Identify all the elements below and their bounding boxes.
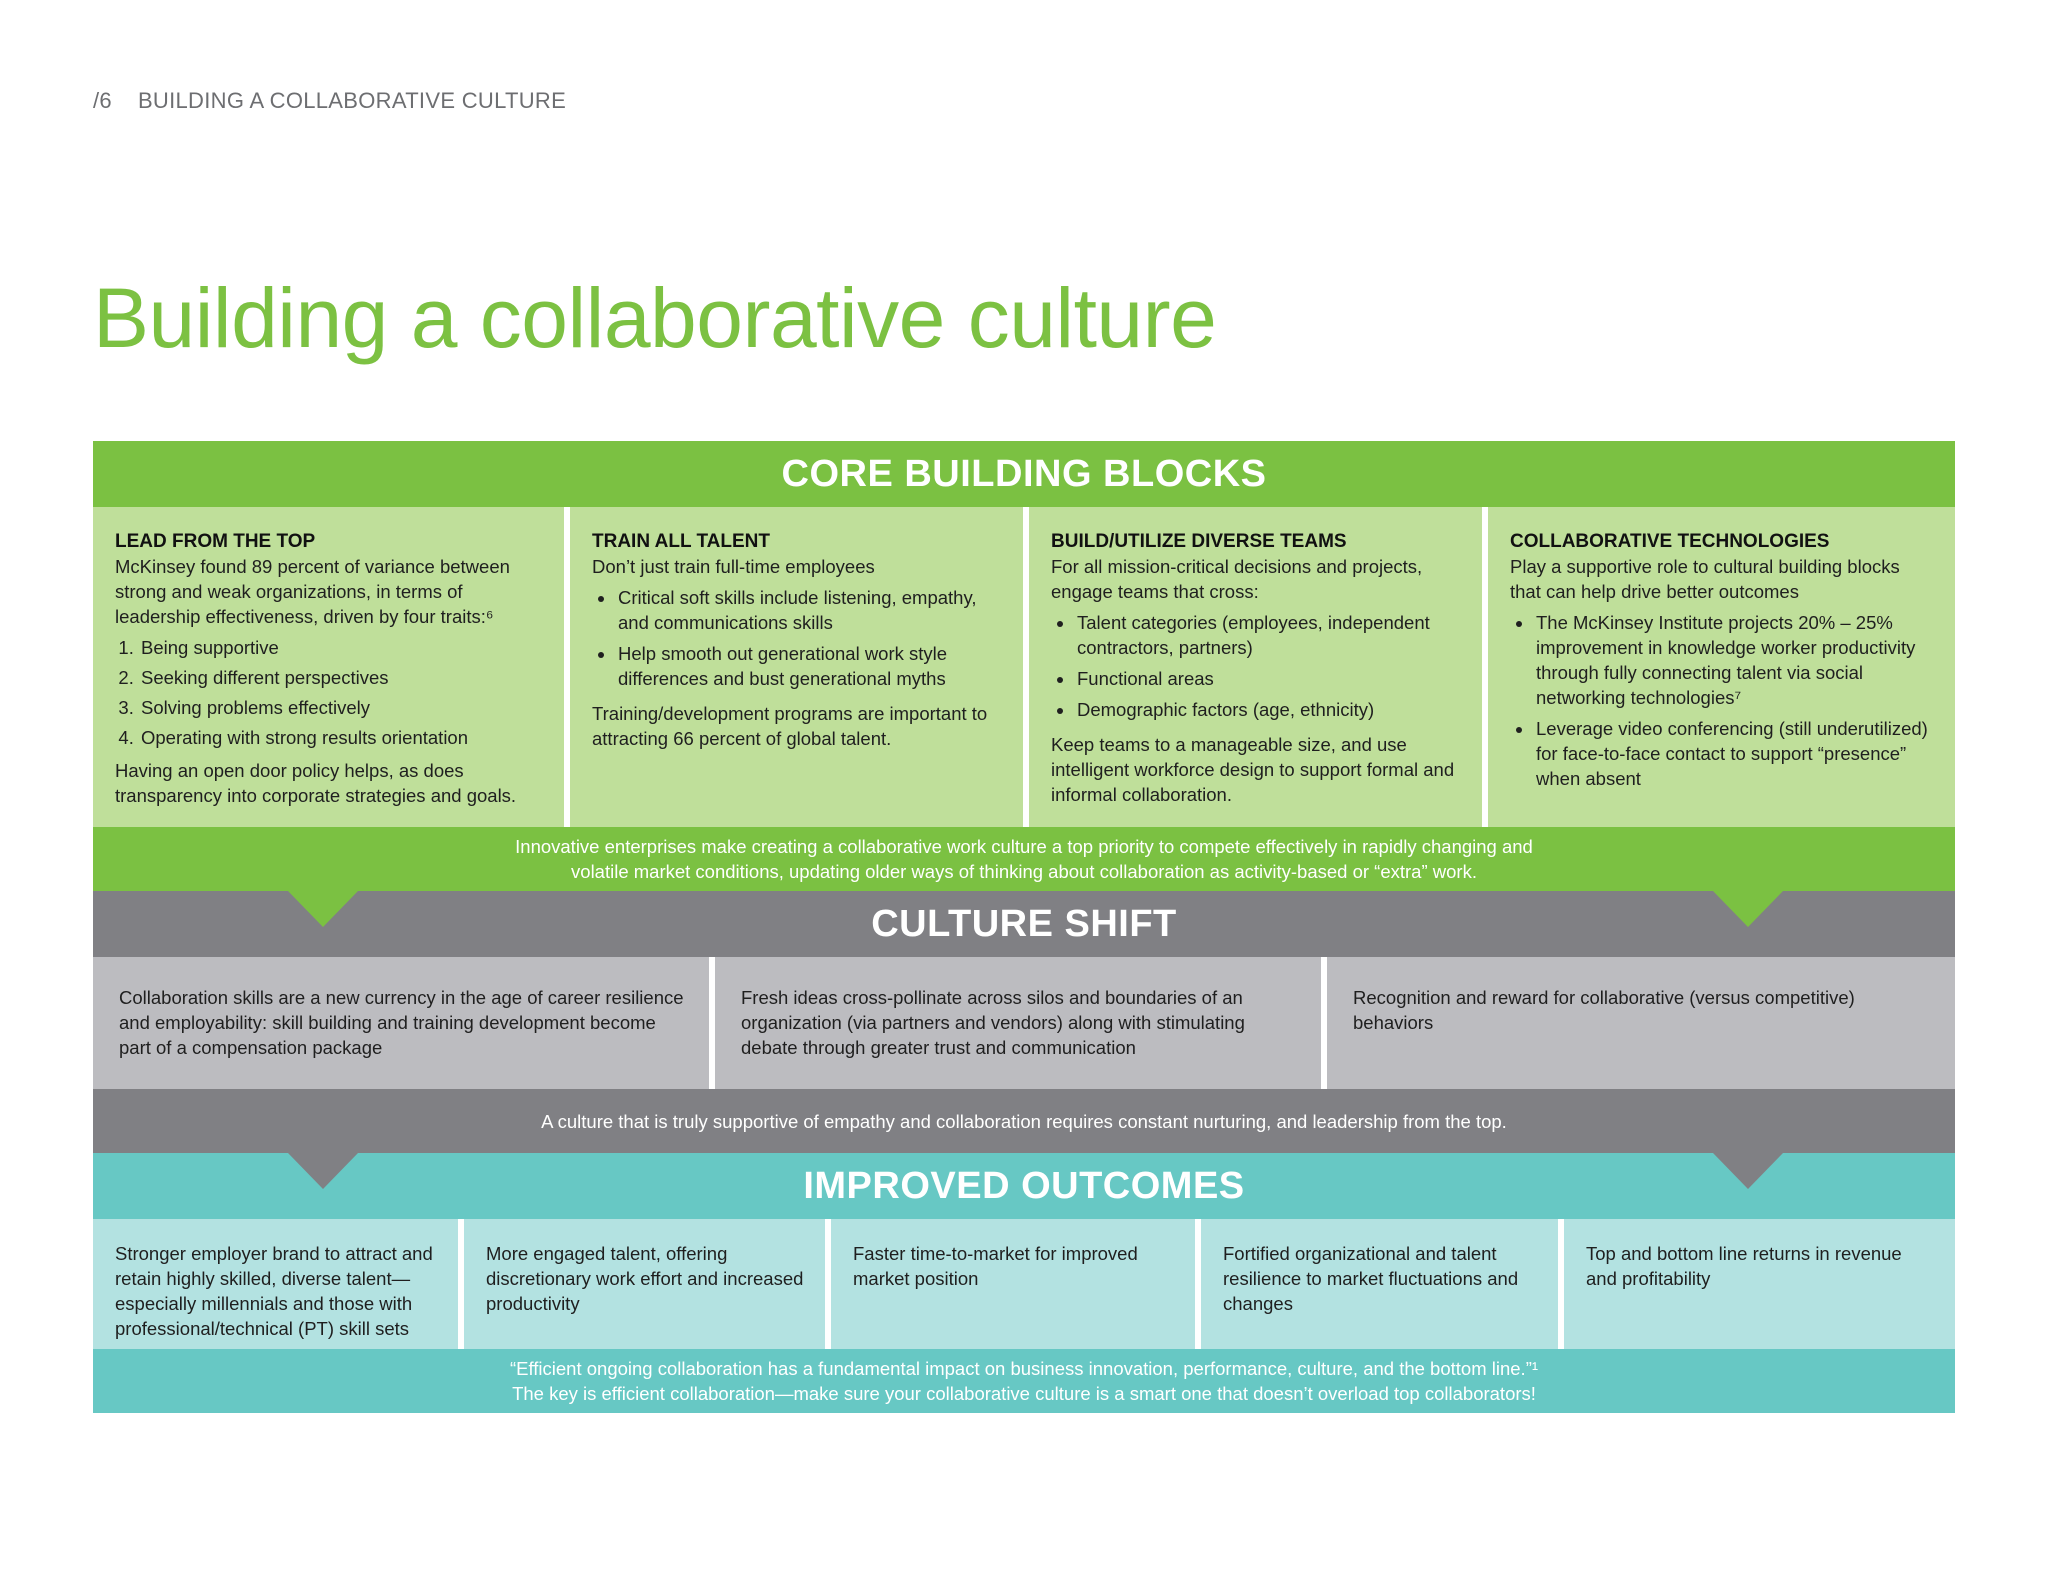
culture-shift-note: A culture that is truly supportive of em… (93, 1089, 1955, 1153)
column-intro: Play a supportive role to cultural build… (1510, 556, 1900, 602)
collaborative-culture-infographic: CORE BUILDING BLOCKS LEAD FROM THE TOP M… (93, 441, 1955, 1413)
column-title: BUILD/UTILIZE DIVERSE TEAMS (1051, 531, 1347, 552)
page-number: /6 (93, 88, 112, 113)
culture-shift-item: Recognition and reward for collaborative… (1327, 957, 1955, 1089)
section-title: BUILDING A COLLABORATIVE CULTURE (137, 88, 567, 113)
outcome-item: Fortified organizational and talent resi… (1201, 1219, 1558, 1349)
column-intro: McKinsey found 89 percent of variance be… (115, 556, 510, 627)
column-title: TRAIN ALL TALENT (592, 531, 771, 552)
culture-shift-columns: Collaboration skills are a new currency … (93, 957, 1955, 1089)
column-footer-text: Keep teams to a manageable size, and use… (1051, 734, 1455, 805)
list-item: Help smooth out generational work style … (616, 641, 1001, 691)
outcome-item: More engaged talent, offering discretion… (464, 1219, 825, 1349)
numbered-list: Being supportive Seeking different persp… (115, 635, 542, 750)
column-footer-text: Training/development programs are import… (592, 703, 988, 749)
improved-outcomes-columns: Stronger employer brand to attract and r… (93, 1219, 1955, 1349)
down-arrow-icon (288, 891, 358, 927)
list-item: Leverage video conferencing (still under… (1534, 716, 1933, 791)
core-building-blocks-heading: CORE BUILDING BLOCKS (93, 441, 1955, 507)
core-building-blocks-columns: LEAD FROM THE TOP McKinsey found 89 perc… (93, 507, 1955, 827)
down-arrow-icon (1713, 891, 1783, 927)
culture-shift-item: Fresh ideas cross-pollinate across silos… (715, 957, 1321, 1089)
column-footer-text: Having an open door policy helps, as doe… (115, 760, 517, 806)
note-line: A culture that is truly supportive of em… (541, 1110, 1507, 1132)
outcome-item: Stronger employer brand to attract and r… (93, 1219, 458, 1349)
down-arrow-icon (288, 1153, 358, 1189)
bullet-list: The McKinsey Institute projects 20% – 25… (1510, 610, 1933, 791)
note-line: volatile market conditions, updating old… (571, 861, 1477, 882)
page-title: Building a collaborative culture (93, 271, 1217, 365)
core-summary-note: Innovative enterprises make creating a c… (93, 827, 1955, 891)
list-item: The McKinsey Institute projects 20% – 25… (1534, 610, 1933, 710)
down-arrow-icon (1713, 1153, 1783, 1189)
list-item: Operating with strong results orientatio… (139, 725, 542, 750)
bullet-list: Critical soft skills include listening, … (592, 585, 1001, 691)
core-column-train-all-talent: TRAIN ALL TALENT Don’t just train full-t… (570, 507, 1023, 827)
list-item: Seeking different perspectives (139, 665, 542, 690)
column-intro: Don’t just train full-time employees (592, 556, 875, 577)
list-item: Solving problems effectively (139, 695, 542, 720)
list-item: Talent categories (employees, independen… (1075, 610, 1460, 660)
column-intro: For all mission-critical decisions and p… (1051, 556, 1423, 602)
column-title: COLLABORATIVE TECHNOLOGIES (1510, 531, 1830, 552)
bullet-list: Talent categories (employees, independen… (1051, 610, 1460, 722)
note-line: Innovative enterprises make creating a c… (515, 836, 1533, 857)
column-title: LEAD FROM THE TOP (115, 531, 316, 552)
section-heading-text: IMPROVED OUTCOMES (803, 1164, 1245, 1207)
culture-shift-heading: CULTURE SHIFT (93, 891, 1955, 957)
culture-shift-item: Collaboration skills are a new currency … (93, 957, 709, 1089)
list-item: Demographic factors (age, ethnicity) (1075, 697, 1460, 722)
section-heading-text: CULTURE SHIFT (871, 902, 1177, 945)
core-column-collaborative-technologies: COLLABORATIVE TECHNOLOGIES Play a suppor… (1488, 507, 1955, 827)
page-header: /6 BUILDING A COLLABORATIVE CULTURE (93, 88, 566, 114)
list-item: Being supportive (139, 635, 542, 660)
core-column-diverse-teams: BUILD/UTILIZE DIVERSE TEAMS For all miss… (1029, 507, 1482, 827)
core-column-lead-from-top: LEAD FROM THE TOP McKinsey found 89 perc… (93, 507, 564, 827)
list-item: Critical soft skills include listening, … (616, 585, 1001, 635)
note-line: “Efficient ongoing collaboration has a f… (509, 1358, 1539, 1379)
improved-outcomes-heading: IMPROVED OUTCOMES (93, 1153, 1955, 1219)
outcome-item: Top and bottom line returns in revenue a… (1564, 1219, 1955, 1349)
list-item: Functional areas (1075, 666, 1460, 691)
note-line: The key is efficient collaboration—make … (512, 1383, 1536, 1404)
outcome-item: Faster time-to-market for improved marke… (831, 1219, 1195, 1349)
outcomes-quote-note: “Efficient ongoing collaboration has a f… (93, 1349, 1955, 1413)
